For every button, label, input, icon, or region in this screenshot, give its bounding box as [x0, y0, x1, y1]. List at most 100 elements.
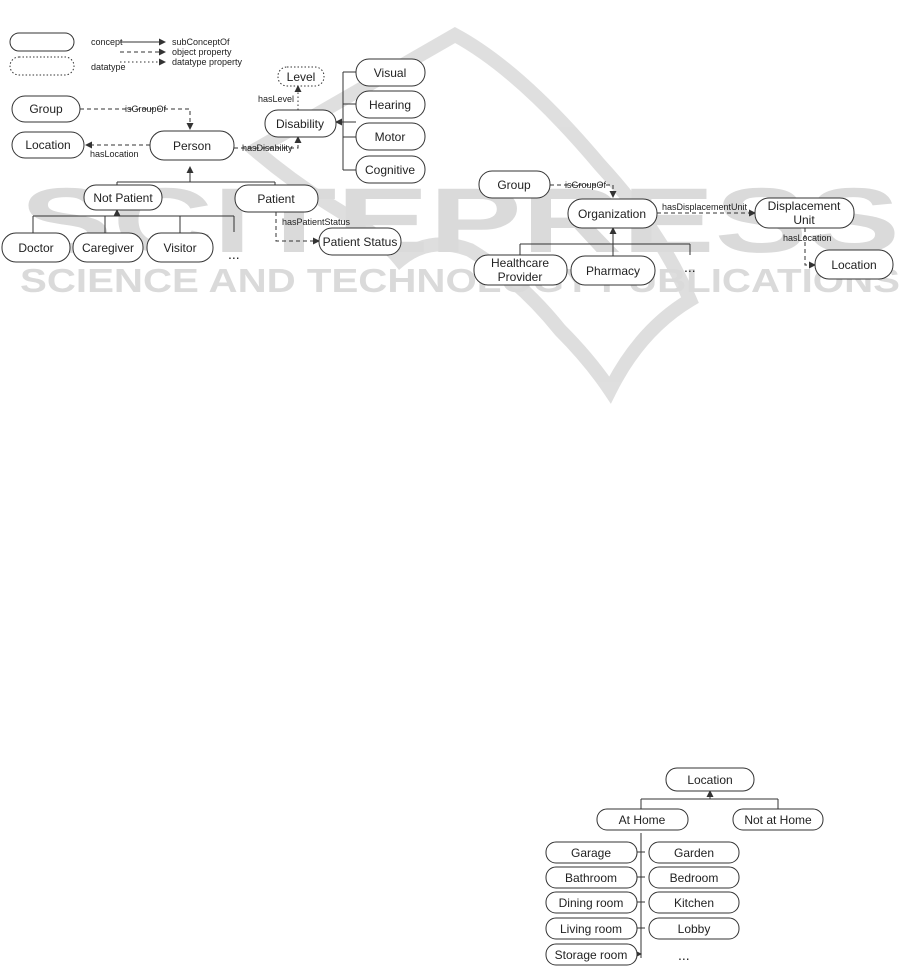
legend-subconcept-label: subConceptOf [172, 37, 230, 47]
label-org-is-group-of: isGroupOf [565, 180, 607, 190]
edge-notpatient-subtypes [32, 210, 235, 233]
edge-disability-subtypes [336, 71, 356, 171]
node-patient-box [234, 184, 319, 213]
label-org-has-location: hasLocation [783, 233, 832, 243]
node-living-room-box [545, 917, 638, 940]
edge-location-subtypes [640, 791, 779, 809]
legend-concept-label: concept [91, 37, 123, 47]
node-at-home-box [596, 808, 689, 831]
node-disability: Disability [276, 117, 324, 131]
node-hearing: Hearing [369, 98, 411, 112]
node-level-box [277, 66, 325, 87]
node-pharmacy-box [570, 255, 656, 286]
edge-person-hasdisability-disability [234, 136, 302, 149]
node-location-box [11, 131, 85, 159]
node-disability-box [264, 109, 337, 138]
legend-datatype-label: datatype [91, 62, 126, 72]
node-location: Location [25, 138, 70, 152]
node-cognitive-box [355, 155, 426, 184]
edge-athome-rooms [637, 833, 645, 958]
edge-patient-haspatientstatus-patientstatus [275, 212, 320, 245]
node-kitchen: Kitchen [674, 896, 714, 910]
node-healthcare-provider-box [473, 254, 568, 286]
node-patient: Patient [257, 192, 295, 206]
node-bedroom-box [648, 866, 740, 889]
node-more-persons: ... [228, 246, 240, 262]
node-at-home: At Home [619, 813, 666, 827]
label-has-patient-status: hasPatientStatus [282, 217, 351, 227]
person-diagram: isGroupOf hasLocation hasDisability hasL… [1, 58, 426, 263]
legend-concept-swatch [9, 32, 75, 52]
label-has-displacement-unit: hasDisplacementUnit [662, 202, 748, 212]
node-bedroom: Bedroom [670, 871, 719, 885]
legend: concept datatype subConceptOf object pro… [9, 32, 243, 76]
node-org-location-box [814, 249, 894, 280]
node-storage-room: Storage room [555, 948, 628, 962]
node-garage-box [545, 841, 638, 864]
edge-displacementunit-haslocation [804, 228, 816, 269]
node-more-organizations: ... [684, 259, 696, 275]
node-motor-box [355, 122, 426, 151]
legend-datatype-swatch [9, 56, 75, 76]
location-diagram: Location At Home Not at Home Garage Gard… [545, 767, 824, 966]
node-dining-room: Dining room [559, 896, 624, 910]
node-not-patient: Not Patient [93, 191, 153, 205]
node-org-location: Location [831, 258, 876, 272]
node-more-rooms: ... [678, 947, 690, 963]
node-displacement-unit-line1: Displacement [768, 199, 841, 213]
node-patient-status: Patient Status [323, 235, 398, 249]
legend-datatype-property-label: datatype property [172, 57, 243, 67]
node-healthcare-provider-line1: Healthcare [491, 256, 549, 270]
node-loc-location-box [665, 767, 755, 792]
node-living-room: Living room [560, 922, 622, 936]
node-organization: Organization [578, 207, 646, 221]
edge-organization-subtypes [519, 228, 691, 256]
node-doctor-box [1, 232, 71, 263]
node-org-group: Group [497, 178, 531, 192]
node-visual: Visual [374, 66, 406, 80]
legend-object-property-label: object property [172, 47, 232, 57]
node-person-box [149, 130, 235, 161]
organization-diagram: isGroupOf hasDisplacementUnit hasLocatio… [473, 170, 894, 286]
node-group: Group [29, 102, 63, 116]
edge-group-isgroupof-person [80, 108, 194, 130]
node-doctor: Doctor [18, 241, 53, 255]
node-garden: Garden [674, 846, 714, 860]
node-loc-location: Location [687, 773, 732, 787]
node-displacement-unit-line2: Unit [793, 213, 815, 227]
node-caregiver: Caregiver [82, 241, 134, 255]
label-has-level: hasLevel [258, 94, 294, 104]
node-storage-room-box [545, 943, 638, 966]
node-not-patient-box [83, 184, 163, 211]
label-is-group-of: isGroupOf [125, 104, 167, 114]
node-not-at-home-box [732, 808, 824, 831]
node-visual-box [355, 58, 426, 87]
node-visitor: Visitor [163, 241, 196, 255]
node-group-box [11, 95, 81, 123]
node-hearing-box [355, 90, 426, 119]
watermark-tagline: SCIENCE AND TECHNOLOGY PUBLICATIONS [20, 262, 900, 299]
node-person: Person [173, 139, 211, 153]
node-bathroom: Bathroom [565, 871, 617, 885]
node-not-at-home: Not at Home [744, 813, 812, 827]
node-organization-box [567, 198, 658, 229]
node-healthcare-provider-line2: Provider [498, 270, 543, 284]
node-caregiver-box [72, 232, 144, 263]
node-garage: Garage [571, 846, 611, 860]
node-kitchen-box [648, 891, 740, 914]
node-lobby: Lobby [678, 922, 711, 936]
edge-person-subtypes [116, 167, 276, 185]
node-pharmacy: Pharmacy [586, 264, 640, 278]
node-motor: Motor [375, 130, 406, 144]
label-has-disability: hasDisability [242, 143, 293, 153]
node-org-group-box [478, 170, 551, 199]
node-visitor-box [146, 232, 214, 263]
node-garden-box [648, 841, 740, 864]
node-cognitive: Cognitive [365, 163, 415, 177]
node-lobby-box [648, 917, 740, 940]
node-bathroom-box [545, 866, 638, 889]
node-displacement-unit-box [754, 197, 855, 229]
edge-group-isgroupof-organization [550, 184, 617, 198]
label-has-location: hasLocation [90, 149, 139, 159]
